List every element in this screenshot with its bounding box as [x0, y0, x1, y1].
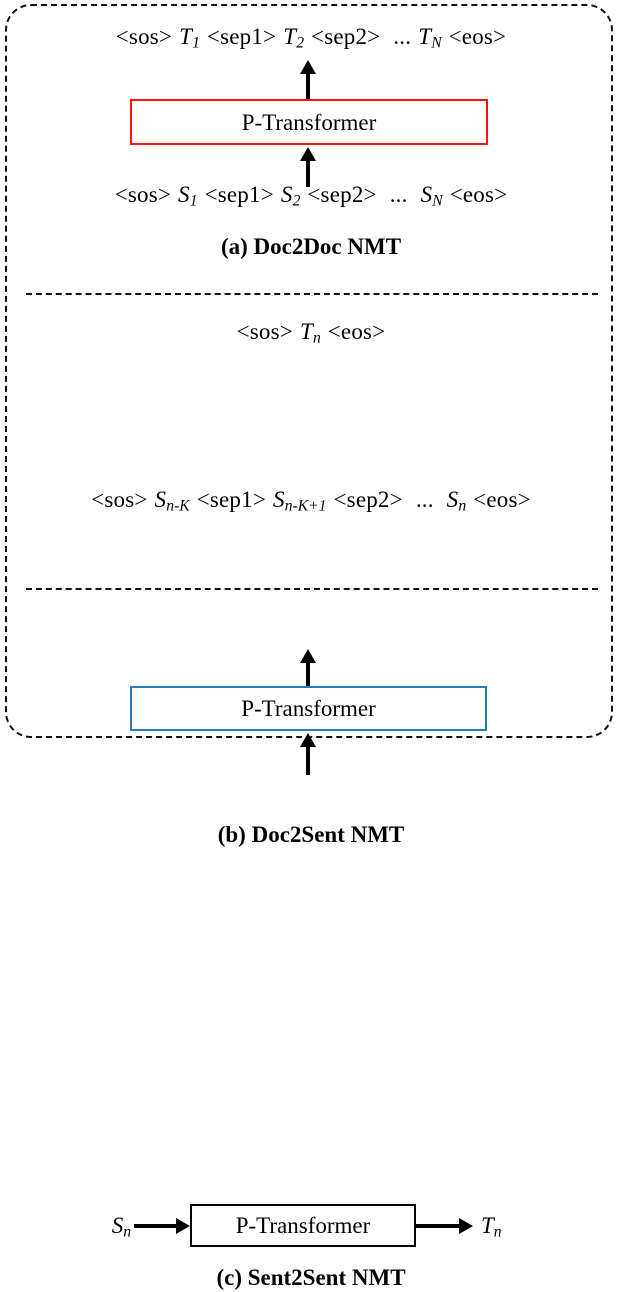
token-sep1: <sep1>	[206, 24, 277, 49]
token-sep2: <sep2>	[311, 24, 381, 49]
panel-doc2sent: <sos>Tn<eos> P-Transformer <sos>Sn-K<sep…	[0, 293, 622, 847]
arrow-head	[300, 147, 316, 161]
token-ellipsis: ...	[389, 182, 408, 207]
token-source-1: S1	[178, 182, 198, 210]
token-source-n-minus-k-plus-1: Sn-K+1	[273, 487, 327, 515]
token-sos: <sos>	[91, 487, 148, 512]
token-source-n-minus-k: Sn-K	[154, 487, 190, 515]
panel-separator-2	[26, 588, 598, 590]
panel-a-input-sequence: <sos>S1<sep1>S2<sep2>... SN<eos>	[0, 180, 622, 216]
token-sep1: <sep1>	[204, 182, 274, 207]
caption-panel-b: (b) Doc2Sent NMT	[217, 822, 405, 847]
caption-panel-a: (a) Doc2Doc NMT	[220, 234, 402, 259]
token-ellipsis: ...	[415, 487, 434, 512]
token-source-n: Sn	[446, 487, 467, 515]
model-box-label: P-Transformer	[241, 109, 377, 135]
token-eos: <eos>	[327, 319, 386, 344]
arrow-shaft	[134, 1224, 180, 1228]
arrow-head	[459, 1218, 473, 1234]
caption-panel-c: (c) Sent2Sent NMT	[216, 1265, 406, 1290]
arrow-head	[300, 649, 316, 663]
arrow-up-from-box-b	[300, 649, 316, 687]
token-eos: <eos>	[448, 24, 507, 49]
panel-sent2sent: Sn P-Transformer Tn (c) Sent2Sent NMT	[0, 588, 622, 1290]
model-box-doc2sent[interactable]: P-Transformer	[130, 686, 487, 731]
token-eos: <eos>	[449, 182, 508, 207]
arrow-head	[300, 60, 316, 74]
token-sep2: <sep2>	[333, 487, 403, 512]
panel-a-output-sequence: <sos>T1<sep1>T2<sep2>... TN<eos>	[0, 22, 622, 58]
arrow-shaft	[416, 1224, 463, 1228]
arrow-shaft	[306, 743, 310, 775]
arrow-head	[176, 1218, 190, 1234]
arrow-head	[300, 733, 316, 747]
model-box-label: P-Transformer	[241, 696, 376, 721]
token-sep1: <sep1>	[196, 487, 266, 512]
label-target-sentence: Tn	[481, 1213, 502, 1241]
token-sos: <sos>	[114, 182, 172, 207]
token-sep2: <sep2>	[307, 182, 377, 207]
token-source-2: S2	[280, 182, 301, 210]
token-target-n: Tn	[299, 319, 321, 347]
arrow-right-out-of-box-c	[416, 1218, 473, 1234]
arrow-up-from-box-a	[300, 60, 316, 100]
model-box-label: P-Transformer	[235, 1213, 371, 1238]
token-target-1: T1	[179, 24, 200, 52]
panel-doc2doc: <sos>T1<sep1>T2<sep2>...TN<eos> P-Transf…	[0, 0, 622, 293]
token-sos: <sos>	[115, 24, 173, 49]
arrow-shaft	[306, 70, 310, 100]
model-box-doc2doc[interactable]: P-Transformer	[130, 99, 488, 145]
token-eos: <eos>	[473, 487, 531, 512]
arrow-shaft	[306, 157, 310, 187]
token-source-n: SN	[420, 182, 443, 210]
model-box-sent2sent[interactable]: P-Transformer	[190, 1204, 416, 1247]
token-ellipsis: ...	[393, 24, 412, 49]
panel-b-input-sequence: <sos>Sn-K<sep1> Sn-K+1<sep2>... Sn<eos>	[0, 485, 622, 521]
arrow-right-into-box-c	[134, 1218, 190, 1234]
token-sos: <sos>	[236, 319, 293, 344]
panel-b-output-sequence: <sos>Tn<eos>	[0, 317, 622, 353]
token-target-2: T2	[283, 24, 305, 52]
label-source-sentence: Sn	[111, 1213, 131, 1241]
arrow-shaft	[306, 659, 310, 687]
panel-separator-1	[26, 293, 598, 295]
token-target-n: TN	[418, 24, 442, 52]
arrow-up-into-box-a	[300, 147, 316, 187]
